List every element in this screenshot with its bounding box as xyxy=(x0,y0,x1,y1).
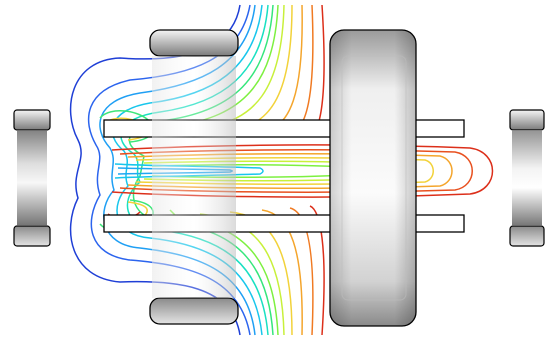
contour-10 xyxy=(261,4,303,133)
left-ring-electrode xyxy=(13,109,51,247)
contour-12b xyxy=(309,205,325,336)
transparent-cylinder xyxy=(149,29,239,325)
disk-electrode xyxy=(329,29,417,327)
contour-11b xyxy=(289,207,314,336)
contour-10b xyxy=(261,209,303,336)
contour-outer xyxy=(69,4,241,336)
channel-contour-4 xyxy=(135,156,434,186)
right-ring-electrode xyxy=(509,109,545,247)
channel-contour-3 xyxy=(127,153,453,189)
field-contours xyxy=(69,4,494,336)
